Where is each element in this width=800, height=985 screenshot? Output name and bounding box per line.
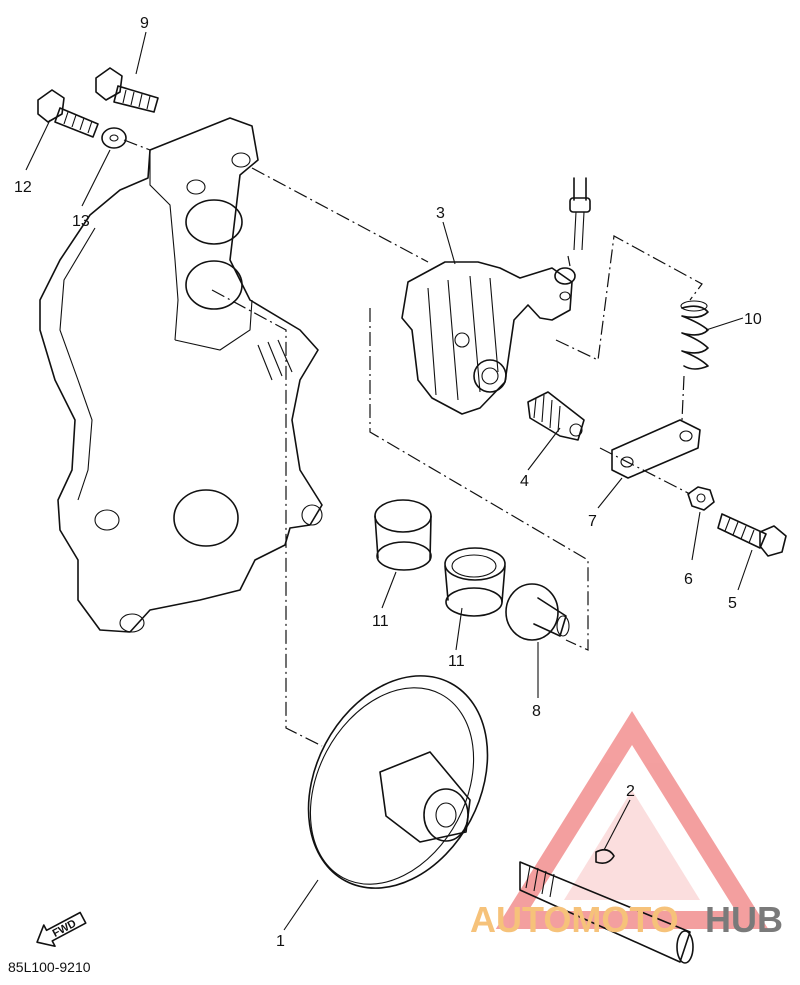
watermark-brand-1: AUTOMOTO [470,899,679,940]
callout-1: 1 [276,933,285,950]
nut-6 [687,486,715,511]
bolt-12 [37,89,99,138]
housing-cover [39,117,323,633]
callout-11b: 11 [448,653,465,670]
watermark-brand-2: HUB [705,899,783,940]
key-2 [595,848,615,864]
callout-4: 4 [520,473,529,490]
callouts: 1 2 3 4 5 6 7 8 9 10 11 11 12 13 [14,15,762,950]
watermark-logo [495,711,769,929]
adjuster-4 [527,391,585,441]
callout-3: 3 [436,205,445,222]
callout-5: 5 [728,595,737,612]
cable [554,177,591,285]
callout-2: 2 [626,783,635,800]
sheave-1 [307,675,489,889]
shaft [519,861,694,964]
leader-lines [25,31,753,931]
callout-11a: 11 [372,613,389,630]
fwd-arrow: FWD [36,911,87,948]
watermark-text: AUTOMOTO HUB [470,899,783,940]
bolt-5 [717,513,787,557]
diagram-code: 85L100-9210 [8,959,91,975]
seal-11-upper [374,499,432,571]
fwd-label: FWD [51,918,79,940]
spring-10 [680,300,709,370]
callout-9: 9 [140,15,149,32]
lever-body-3 [401,261,573,415]
plate-7 [611,419,701,479]
pin-8 [505,583,570,641]
alignment-lines [123,139,703,747]
seal-11-lower [444,547,506,617]
callout-7: 7 [588,513,597,530]
callout-12: 12 [14,179,32,196]
bolt-9 [95,67,159,113]
callout-6: 6 [684,571,693,588]
callout-10: 10 [744,311,762,328]
washer-13 [101,127,127,149]
callout-8: 8 [532,703,541,720]
callout-13: 13 [72,213,90,230]
